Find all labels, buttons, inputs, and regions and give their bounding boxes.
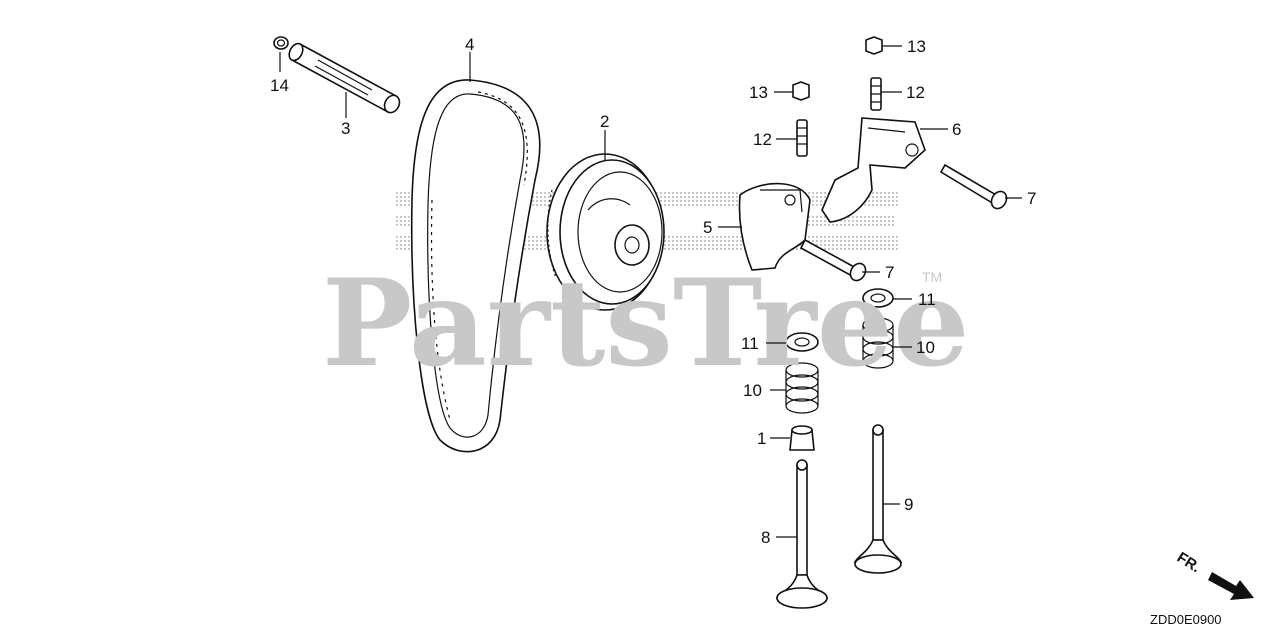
camshaft bbox=[288, 42, 401, 114]
callout-13-left: 13 bbox=[749, 83, 768, 102]
callout-11-left: 11 bbox=[741, 334, 759, 353]
valve-spring-right bbox=[862, 317, 894, 369]
intake-valve bbox=[853, 424, 903, 574]
rocker-shaft-lower bbox=[799, 238, 867, 282]
diagram-code: ZDD0E0900 bbox=[1150, 612, 1222, 627]
rocker-shaft-upper bbox=[939, 163, 1008, 210]
callout-12-right: 12 bbox=[906, 83, 925, 102]
watermark-text: PartsTree bbox=[322, 253, 969, 394]
valve-stem-seal bbox=[789, 425, 815, 451]
exhaust-valve bbox=[775, 459, 829, 609]
callout-12-left: 12 bbox=[753, 130, 772, 149]
callout-2: 2 bbox=[600, 112, 609, 131]
washer bbox=[273, 36, 289, 50]
callout-3: 3 bbox=[341, 119, 350, 138]
front-label: FR. bbox=[1174, 549, 1204, 576]
callout-10-right: 10 bbox=[916, 338, 935, 357]
callout-9: 9 bbox=[904, 495, 913, 514]
front-arrow-icon bbox=[1208, 572, 1254, 600]
lock-nut-right bbox=[865, 36, 883, 55]
lock-nut-left bbox=[792, 81, 810, 101]
adjusting-screw-right bbox=[870, 77, 882, 111]
adjusting-screw-left bbox=[796, 119, 808, 157]
spring-retainer-right bbox=[862, 288, 894, 308]
cam-pulley bbox=[546, 153, 665, 311]
watermark-trademark: TM bbox=[922, 269, 942, 285]
front-direction-indicator: FR. bbox=[1174, 549, 1254, 600]
intake-rocker-arm bbox=[821, 117, 926, 223]
callout-7-upper: 7 bbox=[1027, 189, 1036, 208]
callout-10-left: 10 bbox=[743, 381, 762, 400]
callout-7-lower: 7 bbox=[885, 263, 894, 282]
timing-belt bbox=[410, 79, 541, 453]
exhaust-rocker-arm bbox=[738, 182, 811, 271]
spring-retainer-left bbox=[785, 332, 819, 352]
callout-8: 8 bbox=[761, 528, 770, 547]
callout-6: 6 bbox=[952, 120, 961, 139]
callout-14: 14 bbox=[270, 76, 289, 95]
callout-13-right: 13 bbox=[907, 37, 926, 56]
leader-lines bbox=[279, 45, 1022, 538]
callout-5: 5 bbox=[703, 218, 712, 237]
callout-1: 1 bbox=[757, 429, 766, 448]
callout-11-right: 11 bbox=[918, 290, 936, 309]
callout-4: 4 bbox=[465, 35, 474, 54]
valve-spring-left bbox=[785, 362, 819, 414]
